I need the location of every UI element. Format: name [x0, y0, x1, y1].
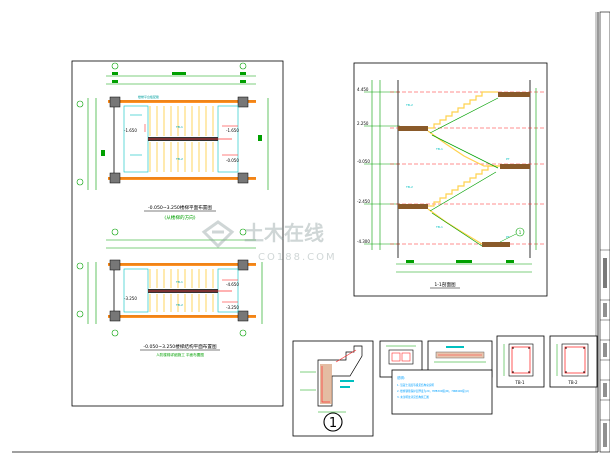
detail-tl-drawing	[386, 345, 416, 365]
detail-tb1-label: TB-1	[514, 380, 525, 385]
svg-text:-4.650: -4.650	[226, 282, 239, 287]
detail-1-drawing	[300, 345, 363, 432]
svg-text:TB-1: TB-1	[175, 125, 183, 129]
section-callout: 1	[519, 230, 522, 235]
level-label: -4.300	[357, 239, 370, 244]
detail-tb2-label: TB-2	[567, 380, 578, 385]
svg-text:TB-1: TB-1	[435, 147, 443, 151]
notes-line: 3. 未注明处详见结构施工图	[397, 395, 429, 399]
level-label: 2.250	[357, 121, 369, 126]
detail-1-label: 1	[329, 416, 337, 431]
svg-text:TB-2: TB-2	[405, 103, 413, 107]
svg-text:-1.650: -1.650	[226, 128, 239, 133]
lower-plan-subtitle: 人防楼梯详细施工 平面布置图	[156, 352, 204, 357]
detail-tb2-drawing	[556, 343, 589, 377]
level-label: -2.450	[357, 199, 370, 204]
svg-text:PT: PT	[506, 235, 510, 239]
watermark-url: CO188.COM	[258, 252, 337, 263]
section-drawing: TB-2 TB-1 TB-2 TB-1 PT PT 1	[364, 80, 544, 273]
notes-title: 说明：	[397, 375, 407, 380]
notes-line: 1. 混凝土强度等级见结构总说明	[397, 383, 434, 387]
svg-text:PT: PT	[506, 157, 510, 161]
upper-plan-title: -0.050~3.250楼梯平面布置图	[148, 204, 212, 211]
lower-plan: TB-1 TB-2 -3.250 -4.650 -3.250	[76, 228, 263, 337]
svg-text:TB-2: TB-2	[175, 303, 183, 307]
section-title: 1-1剖面图	[434, 281, 456, 288]
detail-tb1-drawing	[503, 343, 534, 377]
notes-line: 2. 楼梯钢筋保护层厚度为20，HPB300级(Φ)，HRB400级(⊉)	[397, 389, 469, 393]
upper-plan-subtitle: (从楼梯的方向)	[164, 214, 195, 221]
svg-text:-1.650: -1.650	[124, 128, 137, 133]
svg-text:TB-1: TB-1	[175, 280, 183, 284]
notes-panel	[391, 369, 493, 415]
watermark-name: 土木在线	[244, 221, 324, 245]
level-label: 4.450	[357, 87, 369, 92]
svg-text:TB-1: TB-1	[435, 225, 443, 229]
svg-text:-0.050: -0.050	[226, 158, 239, 163]
svg-text:TB-2: TB-2	[175, 157, 183, 161]
plan-panel	[71, 60, 284, 407]
title-block	[599, 11, 610, 453]
lower-plan-title: -0.050~3.250楼梯结构平面布置图	[143, 343, 217, 350]
svg-text:-3.250: -3.250	[124, 296, 137, 301]
svg-text:楼梯平台板配筋: 楼梯平台板配筋	[138, 94, 159, 99]
watermark: 土木在线 CO188.COM	[201, 220, 337, 263]
svg-text:TB-2: TB-2	[405, 185, 413, 189]
upper-plan: 楼梯平台板配筋 TB-1 TB-2 -1.650 -1.650 -0.050	[76, 62, 269, 190]
section-panel	[353, 62, 548, 297]
level-label: -0.050	[357, 159, 370, 164]
detail-pt-drawing	[434, 346, 486, 363]
svg-text:-3.250: -3.250	[226, 305, 239, 310]
